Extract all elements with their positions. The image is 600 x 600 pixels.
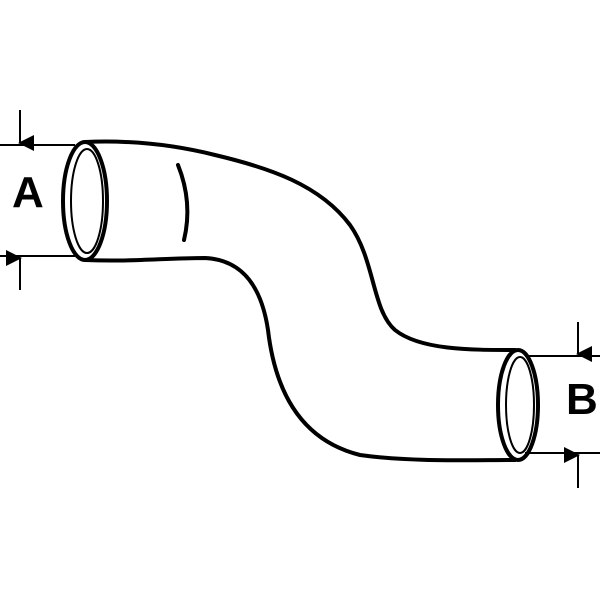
hose-top-edge (83, 139, 517, 352)
inlet-opening-inner (70, 148, 104, 254)
hose-bottom-edge (83, 256, 517, 463)
outlet-opening-inner (505, 356, 535, 454)
dimension-b-label: B (566, 375, 598, 424)
dimension-a-label: A (12, 168, 44, 217)
dimension-b: B (525, 322, 600, 488)
inlet-opening (61, 140, 109, 262)
hose-body (61, 139, 540, 463)
dimension-a: A (0, 110, 75, 290)
hose-seam (176, 163, 190, 242)
outlet-opening (496, 348, 540, 462)
